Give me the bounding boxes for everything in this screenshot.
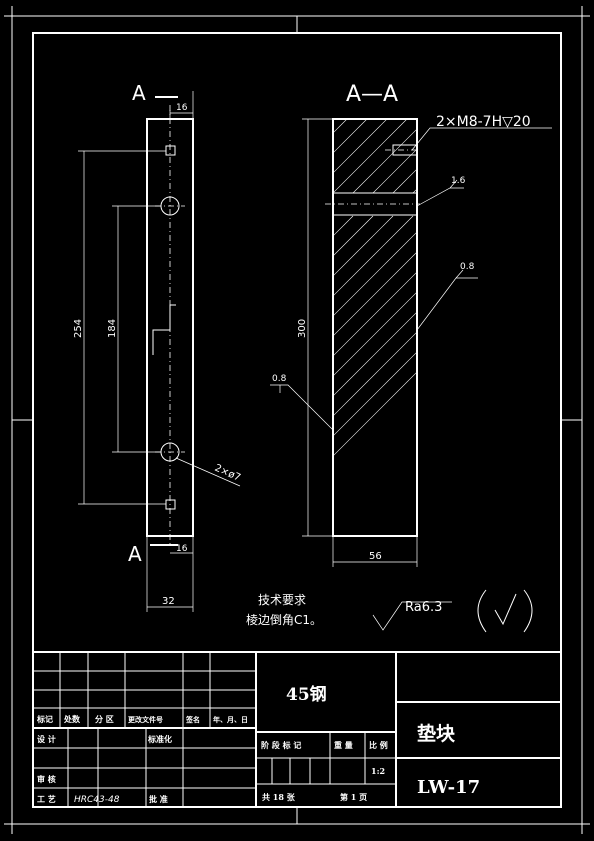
label-design: 设 计	[37, 734, 56, 744]
label-standardize: 标准化	[147, 734, 172, 744]
label-mark: 标记	[36, 714, 53, 724]
dim-width-left: 32	[162, 596, 175, 607]
scale-value: 1:2	[371, 766, 385, 776]
drawing-number: LW-17	[417, 777, 480, 798]
section-label-top: A	[132, 81, 146, 105]
section-view: A—A	[270, 82, 552, 567]
label-change-doc: 更改文件号	[128, 715, 163, 724]
tech-line: 棱边倒角C1。	[246, 612, 322, 627]
section-label-bottom: A	[128, 542, 142, 566]
label-ratio: 比 例	[369, 740, 388, 750]
dim-254: 254	[73, 319, 84, 338]
label-zone: 分 区	[95, 714, 114, 724]
roughness-08-right: 0.8	[460, 262, 475, 272]
section-view-title: A—A	[346, 82, 398, 107]
roughness-value: Ra6.3	[405, 600, 442, 615]
label-approve: 批 准	[149, 794, 168, 804]
roughness-08-left: 0.8	[272, 374, 287, 384]
dim-300: 300	[297, 319, 308, 338]
dim-bottom-offset: 16	[176, 544, 188, 554]
label-stage-mark: 阶 段 标 记	[261, 740, 301, 750]
roughness-symbol	[372, 601, 452, 631]
material: 45钢	[286, 684, 327, 705]
label-review: 审 核	[37, 774, 56, 784]
part-name: 垫块	[417, 723, 456, 745]
hatching	[333, 119, 417, 193]
label-signature: 签名	[185, 715, 200, 724]
part-section	[332, 118, 418, 537]
sheet-border	[4, 6, 590, 834]
label-count: 处数	[63, 714, 81, 724]
label-date: 年、月、日	[213, 715, 248, 724]
thread-callout: 2×M8-7H▽20	[436, 114, 531, 130]
sheet-number: 第 1 页	[340, 792, 367, 802]
dim-184: 184	[107, 319, 118, 338]
technical-notes: 技术要求 棱边倒角C1。 Ra6.3	[246, 589, 533, 633]
tech-title: 技术要求	[258, 593, 306, 607]
title-block: 45钢 垫块 LW-17 1:2 标记 处数 分 区 更改文件号 签名 年、月、…	[32, 651, 562, 808]
total-sheets: 共 18 张	[262, 792, 296, 802]
left-view: A A 16 16 32	[73, 81, 242, 612]
dim-width-right: 56	[369, 551, 382, 562]
dim-top-offset: 16	[176, 103, 188, 113]
hardness-value: HRC43-48	[74, 795, 120, 805]
roughness-16: 1.6	[451, 176, 466, 186]
label-weight: 重 量	[334, 740, 353, 750]
label-process: 工 艺	[37, 794, 56, 804]
